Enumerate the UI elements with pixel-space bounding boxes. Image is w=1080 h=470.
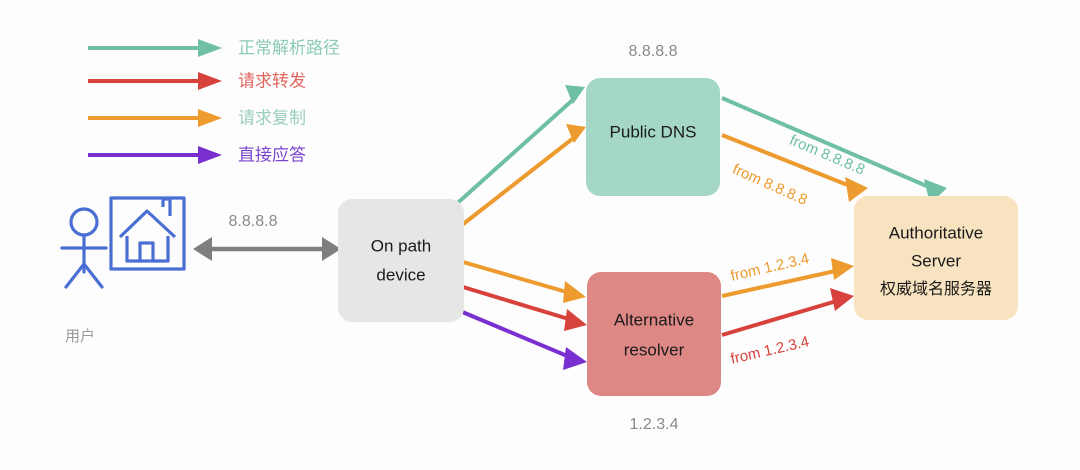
home-icon: [109, 196, 186, 271]
legend-arrow-head-request-copy: [198, 109, 222, 127]
home-icon-door: [138, 241, 155, 261]
node-alternative-resolver-ip-caption: 1.2.3.4: [630, 416, 679, 433]
edge-publicdns-to-auth-normal: from 8.8.8.8: [721, 96, 947, 204]
legend-arrow-head-normal-path: [198, 39, 222, 57]
link-user-device: 8.8.8.8: [193, 213, 341, 261]
node-public-dns[interactable]: Public DNS 8.8.8.8: [586, 43, 720, 196]
node-on-path-device-box[interactable]: [338, 199, 464, 322]
home-icon-frame: [109, 196, 186, 271]
edge-device-to-publicdns-normal-line: [450, 95, 578, 210]
link-user-device-arrowhead-left: [193, 237, 212, 261]
legend-item-request-copy: 请求复制: [88, 108, 306, 127]
edge-device-to-altresolver-forward-head: [564, 309, 587, 331]
stick-figure-leg-right: [82, 262, 104, 289]
edge-device-to-altresolver-forward: [462, 285, 587, 331]
edge-device-to-publicdns-copy: [460, 124, 586, 227]
legend-item-normal-path: 正常解析路径: [88, 38, 340, 57]
link-user-device-arrowhead-right: [322, 237, 341, 261]
edge-device-to-altresolver-direct-head: [563, 347, 587, 370]
link-user-device-label: 8.8.8.8: [229, 213, 278, 230]
node-alternative-resolver-line-2: resolver: [624, 340, 685, 359]
node-alternative-resolver-box[interactable]: [587, 272, 721, 396]
edge-device-to-publicdns-copy-head: [566, 124, 586, 143]
edge-device-to-altresolver-direct-line: [459, 309, 573, 360]
node-public-dns-line-1: Public DNS: [610, 122, 697, 141]
edge-publicdns-to-auth-copy-head: [845, 177, 868, 202]
node-authoritative-server-line-3: 权威域名服务器: [880, 280, 992, 298]
node-authoritative-server-box[interactable]: [854, 196, 1018, 320]
edge-device-to-publicdns-normal: [450, 85, 585, 210]
stick-figure-head: [69, 207, 99, 237]
edge-altresolver-to-auth-copy-line: [721, 268, 841, 298]
edge-device-to-altresolver-copy-line: [462, 260, 571, 295]
node-authoritative-server[interactable]: Authoritative Server 权威域名服务器: [854, 196, 1018, 320]
node-public-dns-box[interactable]: [586, 78, 720, 196]
edge-altresolver-to-auth-copy-head: [831, 258, 854, 280]
node-authoritative-server-line-2: Server: [911, 251, 961, 270]
node-public-dns-ip-caption: 8.8.8.8: [629, 43, 678, 60]
legend-item-direct-answer: 直接应答: [88, 145, 306, 164]
edge-device-to-altresolver-copy-head: [563, 281, 586, 303]
node-on-path-device[interactable]: On path device: [338, 199, 464, 322]
edge-device-to-publicdns-copy-line: [460, 134, 578, 227]
user-group: 用户: [60, 196, 186, 345]
edge-publicdns-to-auth-copy-label: from 8.8.8.8: [730, 161, 810, 209]
node-on-path-device-line-1: On path: [371, 236, 432, 255]
edge-publicdns-to-auth-copy-line: [721, 133, 856, 190]
edge-device-to-altresolver-direct: [459, 309, 587, 370]
node-authoritative-server-line-1: Authoritative: [889, 223, 984, 242]
legend-item-request-forward: 请求转发: [88, 71, 306, 90]
stick-figure-icon: [60, 207, 108, 289]
edge-publicdns-to-auth-normal-line: [721, 96, 937, 192]
legend-label-normal-path: 正常解析路径: [238, 38, 340, 57]
legend-label-direct-answer: 直接应答: [238, 145, 306, 164]
node-alternative-resolver-line-1: Alternative: [614, 310, 694, 329]
edge-altresolver-to-auth-forward-head: [830, 288, 854, 311]
home-icon-walls: [125, 236, 170, 263]
edge-altresolver-to-auth-copy: from 1.2.3.4: [721, 250, 854, 298]
node-alternative-resolver[interactable]: Alternative resolver 1.2.3.4: [587, 272, 721, 433]
home-icon-roof: [118, 209, 177, 239]
legend: 正常解析路径 请求转发 请求复制 直接应答: [88, 38, 340, 164]
home-icon-chimney: [161, 197, 172, 216]
node-on-path-device-line-2: device: [376, 265, 425, 284]
legend-arrow-head-direct-answer: [198, 146, 222, 164]
edge-altresolver-to-auth-forward-line: [721, 298, 841, 337]
edge-altresolver-to-auth-forward: from 1.2.3.4: [721, 288, 854, 368]
edge-device-to-publicdns-normal-head: [565, 85, 585, 104]
legend-arrow-head-request-forward: [198, 72, 222, 90]
edge-device-to-altresolver-forward-line: [462, 285, 573, 322]
stick-figure-leg-left: [64, 262, 86, 289]
edge-device-to-altresolver-copy: [462, 260, 586, 303]
edge-altresolver-to-auth-forward-label: from 1.2.3.4: [729, 333, 811, 368]
legend-label-request-copy: 请求复制: [238, 108, 306, 127]
legend-label-request-forward: 请求转发: [238, 71, 306, 90]
user-caption: 用户: [65, 328, 95, 345]
